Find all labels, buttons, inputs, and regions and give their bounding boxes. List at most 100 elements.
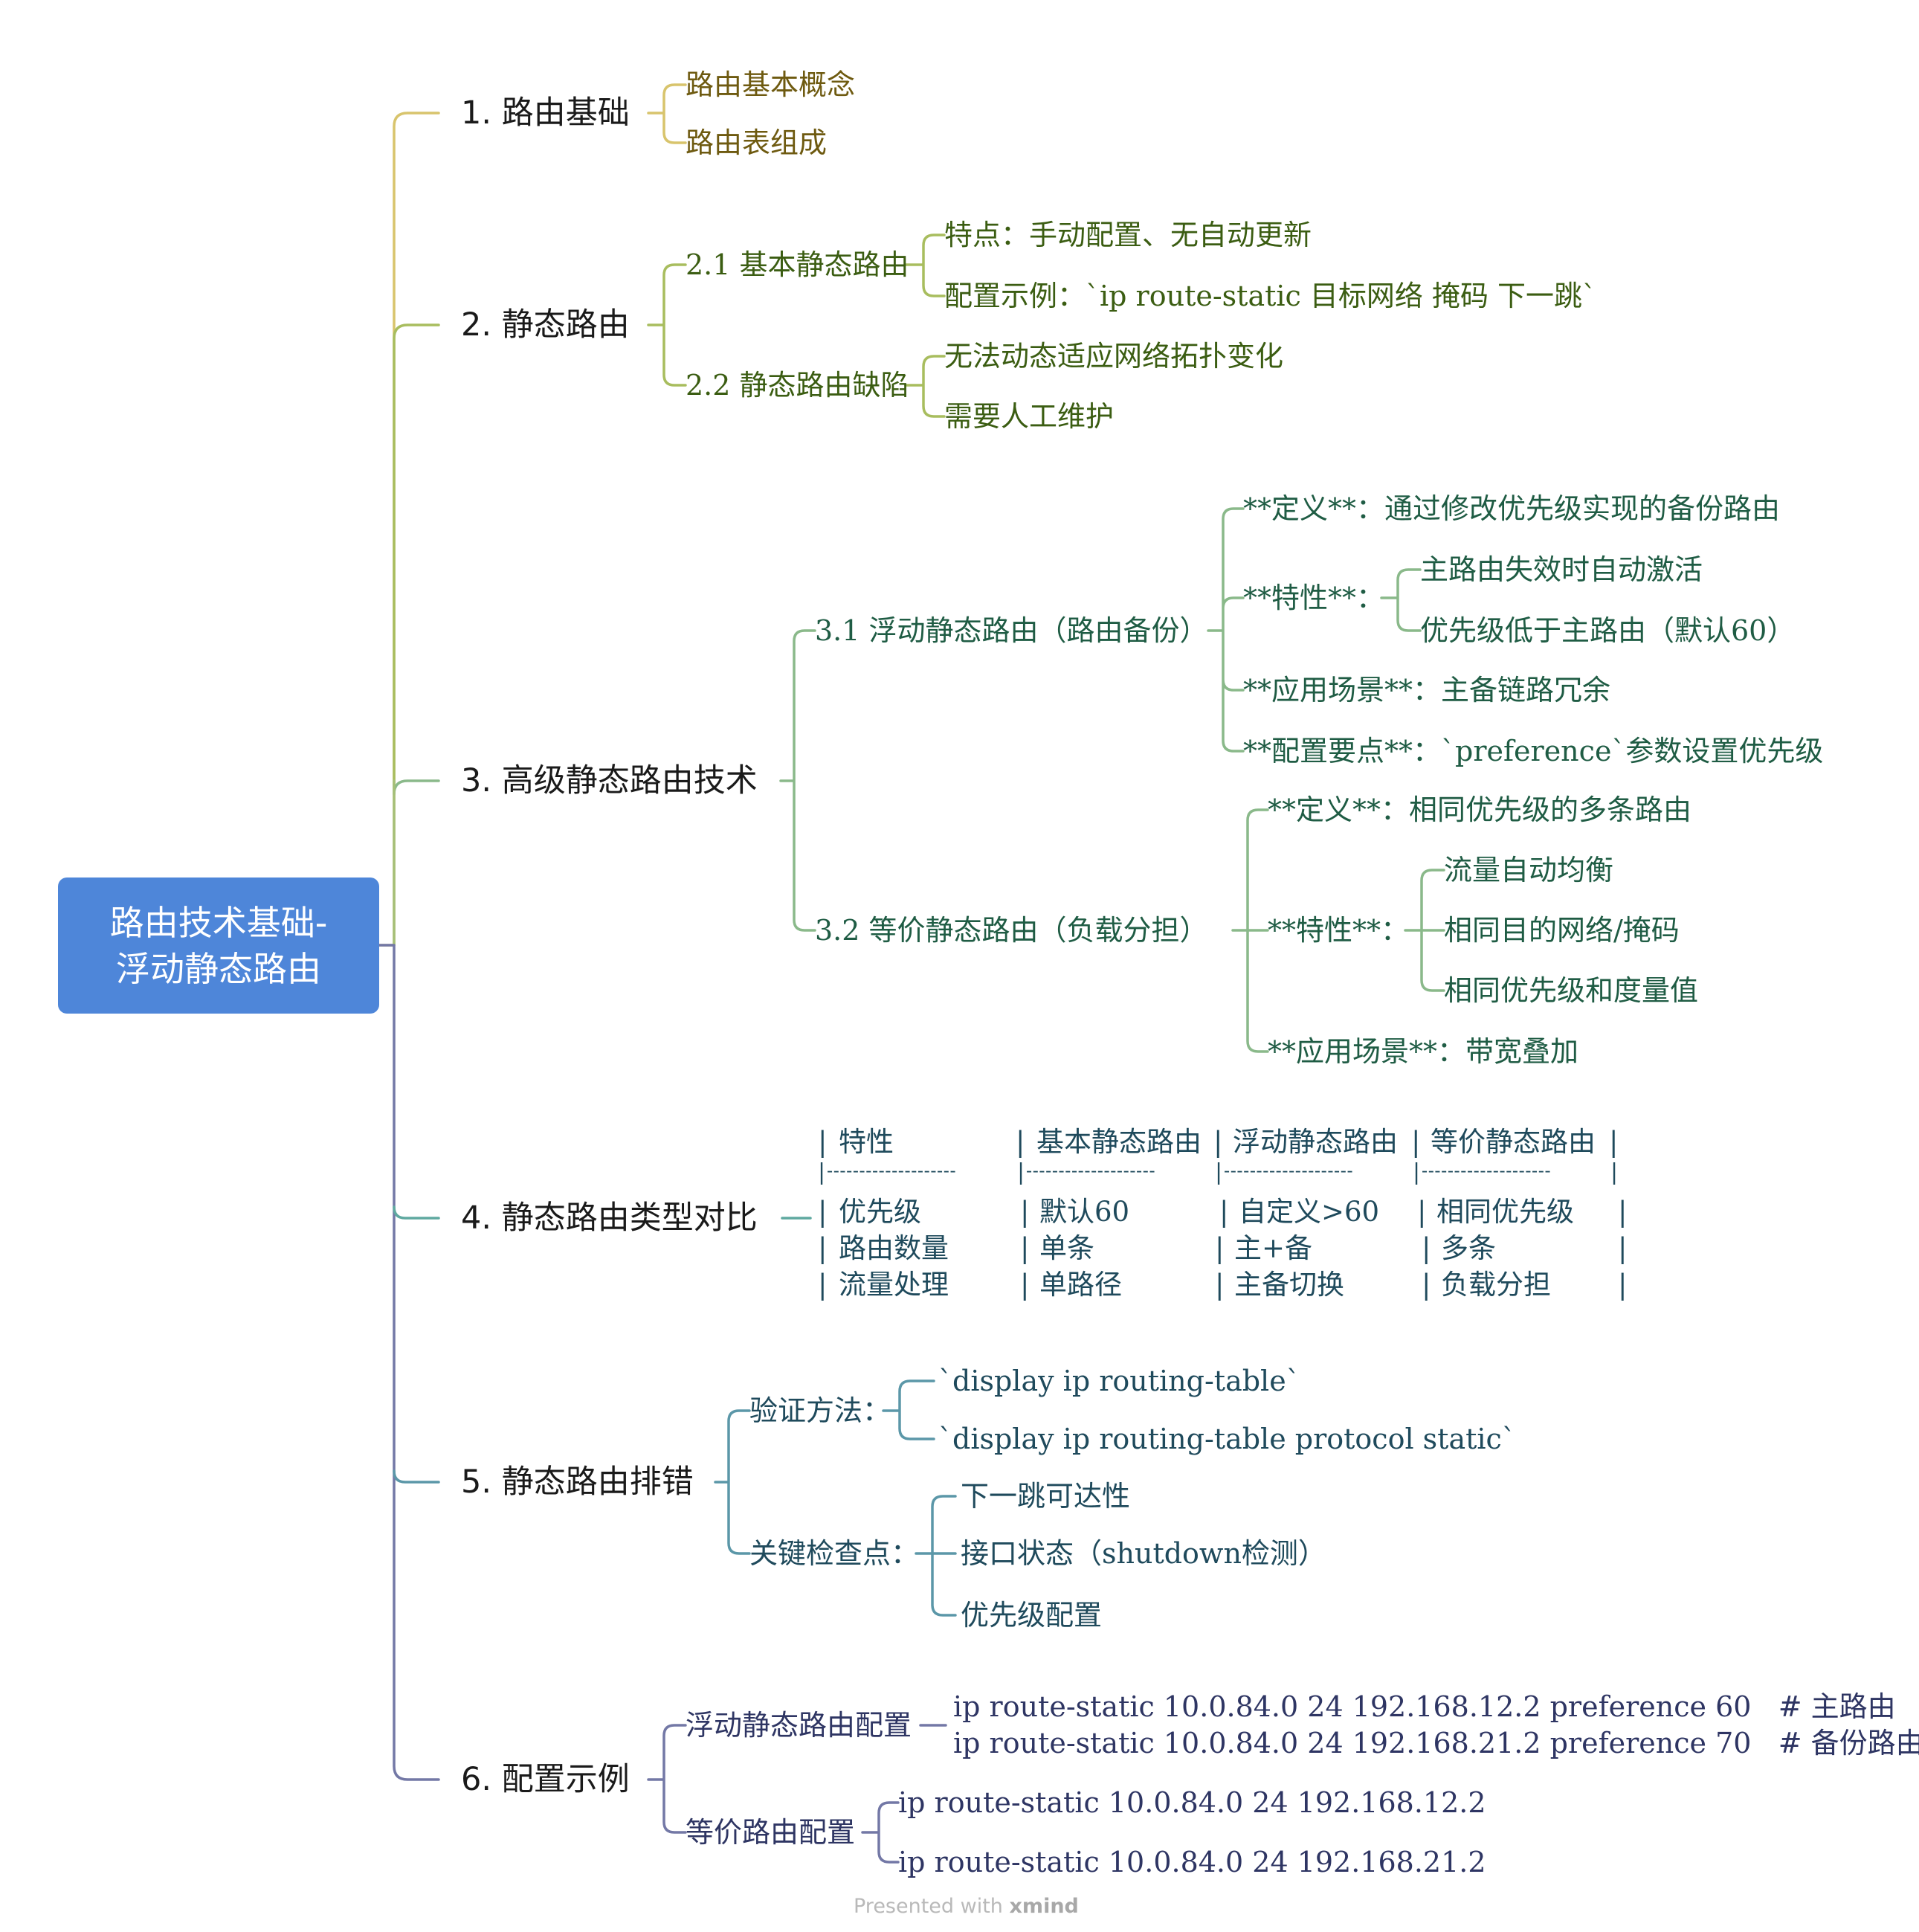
table-separator-pipe: | [1215, 1159, 1223, 1185]
b3-s1-scenario[interactable]: **应用场景**：主备链路冗余 [1243, 674, 1611, 706]
b3-s1-feature-1[interactable]: 主路由失效时自动激活 [1420, 553, 1703, 586]
table-pipe: | [1411, 1126, 1421, 1158]
table-pipe: | [1609, 1126, 1619, 1158]
b1-item-2[interactable]: 路由表组成 [686, 126, 828, 159]
b6-sub-2-title[interactable]: 等价路由配置 [686, 1816, 856, 1849]
branch-1-title[interactable]: 1. 路由基础 [461, 94, 630, 132]
b3-s2-features[interactable]: **特性**： [1268, 914, 1410, 947]
table-pipe: | [1618, 1232, 1628, 1264]
b2-s1-item-1[interactable]: 特点：手动配置、无自动更新 [944, 219, 1312, 251]
b3-link [779, 629, 816, 932]
table-header-cell: 等价静态路由 [1431, 1126, 1596, 1158]
b6-s2-link [861, 1801, 900, 1864]
root-title-line2: 浮动静态路由 [116, 948, 321, 989]
b5-s1-link [882, 1379, 935, 1440]
b1-item-1[interactable]: 路由基本概念 [686, 68, 856, 101]
table-cell: 主+备 [1234, 1232, 1313, 1264]
root-title-line1: 路由技术基础- [109, 902, 328, 943]
table-separator-pipe: | [1017, 1159, 1025, 1185]
table-cell: 负载分担 [1441, 1269, 1551, 1301]
b3-sub-2-title[interactable]: 3.2 等价静态路由（负载分担） [815, 914, 1208, 947]
table-separator-pipe: | [1413, 1159, 1421, 1185]
branch-5-title[interactable]: 5. 静态路由排错 [461, 1464, 694, 1501]
table-pipe: | [818, 1196, 828, 1228]
table-pipe: | [818, 1232, 828, 1264]
table-cell: 路由数量 [839, 1232, 949, 1264]
b2-link [647, 263, 687, 387]
b3-s1-config[interactable]: **配置要点**：`preference`参数设置优先级 [1243, 735, 1824, 767]
b3-s2-feature-3[interactable]: 相同优先级和度量值 [1444, 974, 1699, 1007]
table-pipe: | [818, 1126, 828, 1158]
branch-3-title[interactable]: 3. 高级静态路由技术 [461, 762, 758, 799]
trunk-b2 [393, 323, 440, 786]
table-pipe: | [1618, 1269, 1628, 1301]
table-separator: -------------------- [1224, 1160, 1354, 1181]
table-pipe: | [1020, 1232, 1030, 1264]
table-pipe: | [818, 1269, 828, 1301]
table-separator-pipe: | [818, 1159, 826, 1185]
b2-sub-1-title[interactable]: 2.1 基本静态路由 [686, 248, 909, 281]
table-pipe: | [1219, 1196, 1229, 1228]
b3-s2-feature-2[interactable]: 相同目的网络/掩码 [1444, 914, 1680, 947]
b3-s2-definition[interactable]: **定义**：相同优先级的多条路由 [1268, 793, 1692, 826]
table-pipe: | [1213, 1126, 1223, 1158]
b6-s1-line-2[interactable]: ip route-static 10.0.84.0 24 192.168.21.… [953, 1727, 1919, 1759]
trunk-lower [378, 944, 440, 1781]
b5-link [714, 1409, 751, 1555]
table-header-cell: 特性 [839, 1126, 894, 1158]
b3-s1-features[interactable]: **特性**： [1243, 582, 1385, 614]
branch-2-title[interactable]: 2. 静态路由 [461, 306, 630, 344]
table-separator: -------------------- [1026, 1160, 1156, 1181]
table-cell: 优先级 [839, 1196, 921, 1228]
branch-6-title[interactable]: 6. 配置示例 [461, 1761, 630, 1798]
b3-s1-definition[interactable]: **定义**：通过修改优先级实现的备份路由 [1243, 492, 1781, 525]
b5-s2-item-3[interactable]: 优先级配置 [961, 1599, 1103, 1632]
b5-s2-item-1[interactable]: 下一跳可达性 [961, 1480, 1131, 1513]
branch-4-title[interactable]: 4. 静态路由类型对比 [461, 1200, 758, 1237]
b2-s1-link [904, 234, 946, 297]
table-pipe: | [1020, 1196, 1030, 1228]
b2-sub-2-title[interactable]: 2.2 静态路由缺陷 [686, 369, 909, 402]
table-cell: 多条 [1441, 1232, 1496, 1264]
b2-s1-item-2[interactable]: 配置示例：`ip route-static 目标网络 掩码 下一跳` [944, 280, 1597, 312]
b6-s2-item-2[interactable]: ip route-static 10.0.84.0 24 192.168.21.… [898, 1846, 1486, 1878]
table-separator: -------------------- [1422, 1160, 1552, 1181]
trunk-yellow [378, 112, 440, 947]
b2-s2-item-2[interactable]: 需要人工维护 [944, 400, 1115, 433]
b3-s1-link [1207, 507, 1245, 753]
table-pipe: | [1417, 1196, 1427, 1228]
b5-s1-item-2[interactable]: `display ip routing-table protocol stati… [938, 1423, 1516, 1455]
b6-sub-1-title[interactable]: 浮动静态路由配置 [686, 1709, 912, 1742]
trunk-b3 [393, 779, 440, 796]
table-pipe: | [1215, 1269, 1225, 1301]
b1-link [647, 83, 687, 144]
b3-sub-1-title[interactable]: 3.1 浮动静态路由（路由备份） [815, 614, 1208, 647]
table-cell: 单路径 [1039, 1269, 1122, 1301]
trunk-b4 [393, 1205, 440, 1220]
table-cell: 流量处理 [839, 1269, 949, 1301]
b2-s2-link [904, 355, 946, 418]
b6-s2-item-1[interactable]: ip route-static 10.0.84.0 24 192.168.12.… [898, 1786, 1486, 1819]
table-header-cell: 基本静态路由 [1036, 1126, 1202, 1158]
b5-sub-1-title[interactable]: 验证方法： [749, 1394, 891, 1427]
b3-s2-feature-1[interactable]: 流量自动均衡 [1444, 854, 1614, 886]
b3-s1-feat-link [1380, 568, 1422, 632]
table-pipe: | [1618, 1196, 1628, 1228]
table-separator: -------------------- [827, 1160, 957, 1181]
root-topic[interactable]: 路由技术基础- 浮动静态路由 [58, 878, 379, 1014]
b5-sub-2-title[interactable]: 关键检查点： [749, 1537, 920, 1570]
table-header-cell: 浮动静态路由 [1233, 1126, 1398, 1158]
watermark-prefix: Presented with [854, 1895, 1010, 1918]
b3-s1-feature-2[interactable]: 优先级低于主路由（默认60） [1420, 614, 1796, 647]
table-pipe: | [1422, 1269, 1431, 1301]
table-cell: 单条 [1039, 1232, 1094, 1264]
table-cell: 自定义>60 [1239, 1196, 1380, 1228]
b5-s2-item-2[interactable]: 接口状态（shutdown检测） [961, 1537, 1326, 1570]
b6-s1-line-1[interactable]: ip route-static 10.0.84.0 24 192.168.12.… [953, 1690, 1896, 1723]
b2-s2-item-1[interactable]: 无法动态适应网络拓扑变化 [944, 340, 1284, 373]
b3-s2-scenario[interactable]: **应用场景**：带宽叠加 [1268, 1035, 1579, 1068]
b3-s2-feat-link [1404, 869, 1445, 992]
b5-s2-link [915, 1495, 957, 1617]
b5-s1-item-1[interactable]: `display ip routing-table` [938, 1365, 1300, 1397]
